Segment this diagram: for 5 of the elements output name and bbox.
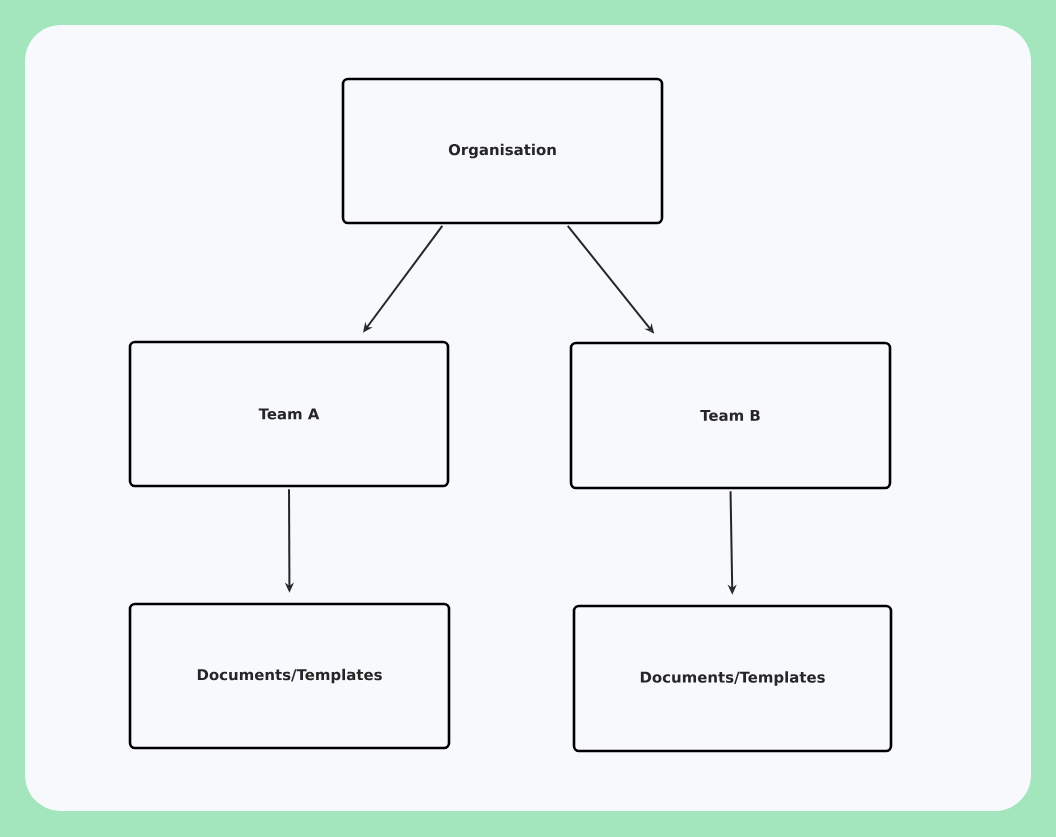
process-box: Team B bbox=[569, 341, 892, 490]
process-box: Organisation bbox=[341, 77, 664, 225]
process-box: Documents/Templates bbox=[572, 604, 893, 753]
process-box: Documents/Templates bbox=[128, 602, 451, 750]
process-box: Team A bbox=[128, 340, 450, 488]
